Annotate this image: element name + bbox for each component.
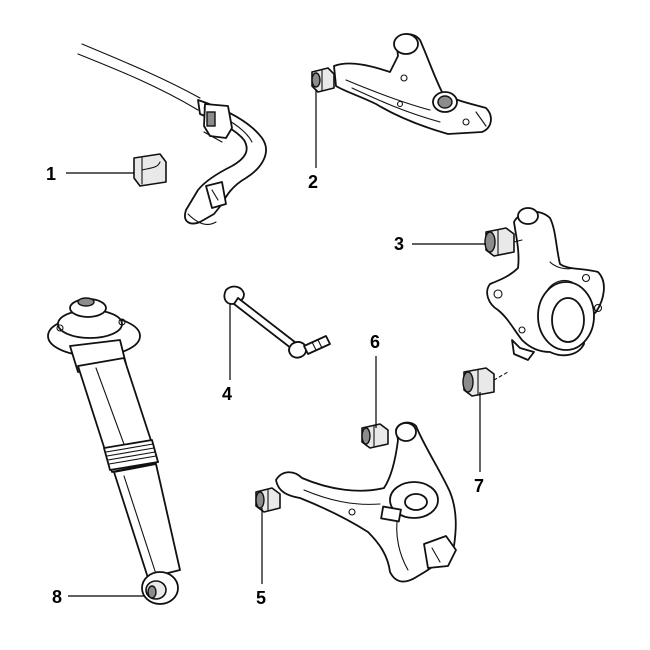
lower-control-arm-icon — [275, 421, 457, 583]
callout-1: 1 — [46, 164, 56, 184]
stabilizer-link-icon — [223, 285, 331, 359]
stabilizer-bar-icon — [77, 43, 267, 225]
upper-control-arm-bushing-icon — [311, 67, 335, 93]
knuckle-lower-bushing-icon — [462, 367, 509, 397]
upper-control-arm-icon — [333, 33, 492, 135]
stabilizer-bar-bushing-icon — [133, 153, 167, 187]
callout-2: 2 — [308, 172, 318, 192]
callout-5: 5 — [256, 588, 266, 608]
callout-6: 6 — [370, 332, 380, 352]
steering-knuckle-icon — [486, 207, 605, 361]
shock-absorber-icon — [47, 297, 181, 605]
callout-7: 7 — [474, 476, 484, 496]
knuckle-upper-bushing-icon — [484, 227, 523, 257]
lower-control-arm-front-bushing-icon — [255, 487, 281, 513]
callout-8: 8 — [52, 587, 62, 607]
callout-4: 4 — [222, 384, 232, 404]
callout-3: 3 — [394, 234, 404, 254]
lower-control-arm-rear-bushing-icon — [361, 423, 389, 449]
